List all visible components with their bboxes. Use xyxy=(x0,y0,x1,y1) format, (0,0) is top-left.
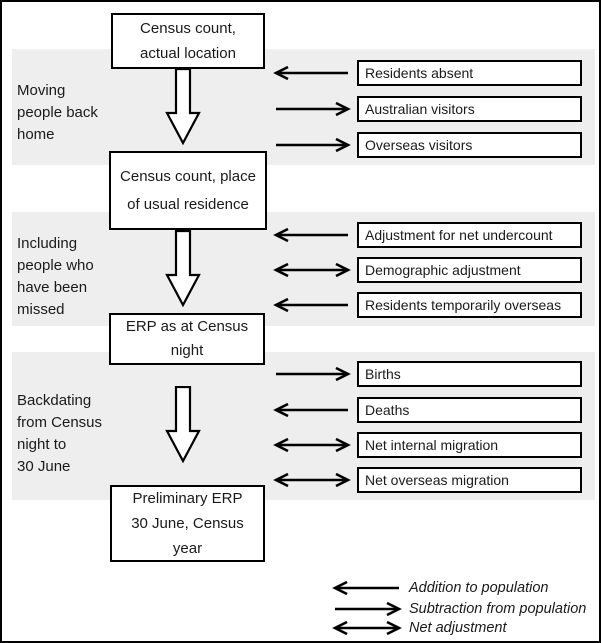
flow-box-line: ERP as at Census xyxy=(125,318,249,335)
legend-label-net-adjustment: Net adjustment xyxy=(409,620,507,636)
item-box-label: Births xyxy=(365,366,401,382)
legend-arrow-subtraction-icon xyxy=(335,601,402,617)
stage-label-line: home xyxy=(17,126,55,143)
flow-arrow-icon xyxy=(276,101,351,117)
stage-label-line: night to xyxy=(17,436,67,453)
item-box-australian-visitors: Australian visitors xyxy=(357,96,582,122)
item-box-label: Overseas visitors xyxy=(365,137,473,153)
item-box-label: Residents absent xyxy=(365,65,474,81)
stage-label-line: people who xyxy=(17,257,94,274)
flow-arrow-icon xyxy=(273,262,351,278)
flow-box-line: of usual residence xyxy=(127,195,249,213)
flow-box-census-actual-location: Census count, actual location xyxy=(111,13,265,69)
item-box-net-internal-migration: Net internal migration xyxy=(357,432,582,458)
flow-arrow-icon xyxy=(273,402,348,418)
down-block-arrow-icon xyxy=(165,230,201,307)
item-box-deaths: Deaths xyxy=(357,397,582,423)
legend-arrow-addition-icon xyxy=(332,580,399,596)
stage-label-moving-people: Moving people back home xyxy=(17,80,98,146)
stage-label-line: have been xyxy=(17,279,88,296)
item-box-demographic-adjustment: Demographic adjustment xyxy=(357,257,582,283)
flow-arrow-icon xyxy=(273,65,348,81)
stage-label-line: Moving xyxy=(17,82,66,99)
item-box-residents-temporarily-overseas: Residents temporarily overseas xyxy=(357,292,582,318)
item-box-births: Births xyxy=(357,361,582,387)
flow-box-line: Census count, xyxy=(140,20,236,37)
item-box-label: Australian visitors xyxy=(365,101,475,117)
down-block-arrow-icon xyxy=(165,386,201,463)
stage-label-line: 30 June xyxy=(17,458,71,475)
item-box-label: Deaths xyxy=(365,402,410,418)
flow-box-line: actual location xyxy=(140,45,236,62)
stage-label-line: from Census xyxy=(17,414,103,431)
item-box-label: Net overseas migration xyxy=(365,472,509,488)
flow-box-line: year xyxy=(172,540,203,557)
legend-label-addition: Addition to population xyxy=(409,580,549,596)
flow-box-line: 30 June, Census xyxy=(131,515,244,532)
down-block-arrow-icon xyxy=(165,68,201,145)
flow-box-line: Census count, place xyxy=(120,167,256,185)
stage-label-line: Backdating xyxy=(17,392,92,409)
flow-box-erp-census-night: ERP as at Census night xyxy=(109,313,265,365)
legend-label-subtraction: Subtraction from population xyxy=(409,601,587,617)
flow-box-line: Preliminary ERP xyxy=(132,490,243,507)
item-box-label: Demographic adjustment xyxy=(365,262,521,278)
stage-label-backdating: Backdating from Census night to 30 June xyxy=(17,390,102,478)
flow-box-census-usual-residence: Census count, place of usual residence xyxy=(109,151,267,230)
item-box-label: Residents temporarily overseas xyxy=(365,297,562,313)
stage-label-line: missed xyxy=(17,301,65,318)
flow-arrow-icon xyxy=(276,137,351,153)
item-box-overseas-visitors: Overseas visitors xyxy=(357,132,582,158)
flow-arrow-icon xyxy=(273,437,351,453)
stage-label-line: people back xyxy=(17,104,98,121)
flow-arrow-icon xyxy=(273,227,348,243)
flow-box-line: night xyxy=(170,342,204,359)
legend-arrow-net-adjustment-icon xyxy=(332,620,402,636)
stage-label-including-missed: Including people who have been missed xyxy=(17,233,94,321)
flow-arrow-icon xyxy=(276,366,351,382)
flow-arrow-icon xyxy=(273,297,348,313)
item-box-net-undercount: Adjustment for net undercount xyxy=(357,222,582,248)
flow-box-preliminary-erp: Preliminary ERP 30 June, Census year xyxy=(110,485,265,562)
item-box-label: Net internal migration xyxy=(365,437,499,453)
stage-label-line: Including xyxy=(17,235,78,252)
item-box-net-overseas-migration: Net overseas migration xyxy=(357,467,582,493)
item-box-residents-absent: Residents absent xyxy=(357,60,582,86)
item-box-label: Adjustment for net undercount xyxy=(365,227,553,243)
flow-arrow-icon xyxy=(273,472,351,488)
